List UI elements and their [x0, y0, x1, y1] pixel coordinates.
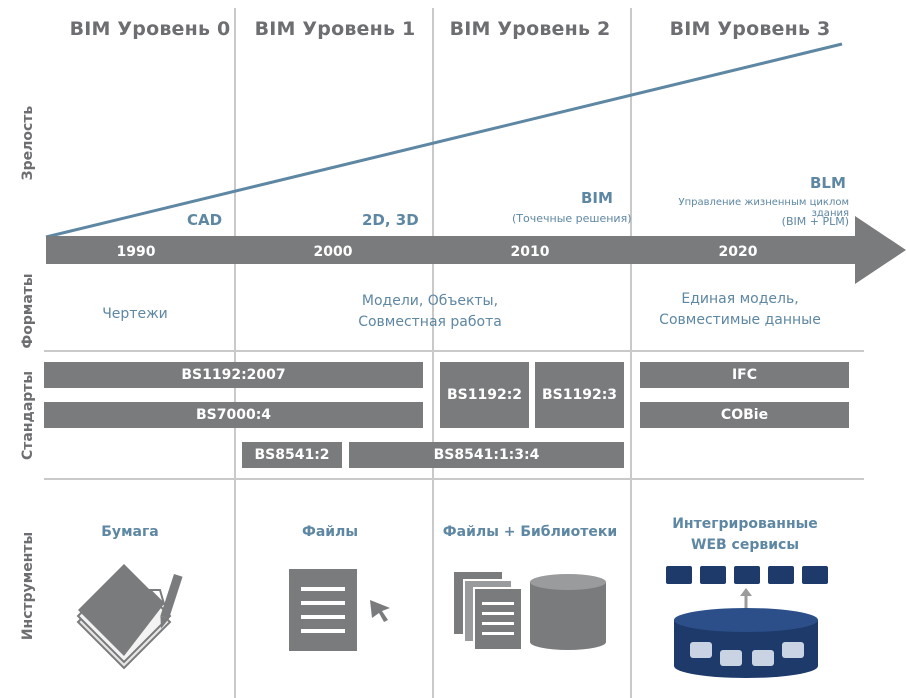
divider-level-1-2 [432, 8, 434, 698]
web-services-icon [666, 566, 828, 678]
paper-stack-icon [76, 564, 183, 670]
level-1-header: BIM Уровень 1 [254, 18, 416, 40]
timeline-arrow [46, 216, 906, 284]
standard-ifc: IFC [640, 362, 849, 388]
standard-bs8541-1-3-4: BS8541:1:3:4 [349, 442, 624, 468]
standard-bs8541-2: BS8541:2 [242, 442, 342, 468]
standard-bs1192-2: BS1192:2 [440, 362, 529, 428]
maturity-label-blm: BLM [810, 174, 846, 192]
maturity-label-2d3d: 2D, 3D [362, 211, 419, 229]
maturity-timeline-graphic [45, 42, 906, 284]
tool-web-services-line1: Интегрированные [672, 516, 818, 532]
files-stack-icon [454, 572, 523, 650]
maturity-label-blm-sub2: (BIM + PLM) [781, 215, 849, 228]
divider-formats-standards [44, 350, 864, 352]
divider-level-2-3 [630, 8, 632, 698]
tool-web-services-line2: WEB сервисы [691, 537, 799, 553]
maturity-trend-line [45, 42, 843, 239]
file-document-icon [289, 569, 357, 651]
year-2000: 2000 [313, 244, 353, 260]
maturity-label-bim-sub: (Точечные решения) [512, 212, 632, 225]
format-models-line2: Совместная работа [358, 314, 502, 330]
level-0-header: BIM Уровень 0 [69, 18, 231, 40]
tool-files: Файлы [301, 524, 359, 540]
format-unified-line1: Единая модель, [681, 291, 799, 307]
level-3-header: BIM Уровень 3 [669, 18, 831, 40]
tool-paper: Бумага [101, 524, 159, 540]
level-2-header: BIM Уровень 2 [449, 18, 611, 40]
year-2010: 2010 [510, 244, 550, 260]
format-models: Модели, Объекты, Совместная работа [310, 291, 550, 333]
divider-standards-tools [44, 478, 864, 480]
standard-bs7000-4: BS7000:4 [44, 402, 423, 428]
tool-files-libraries: Файлы + Библиотеки [442, 524, 618, 540]
row-label-tools: Инструменты [20, 531, 36, 641]
standard-bs1192-2007: BS1192:2007 [44, 362, 423, 388]
standard-bs1192-3: BS1192:3 [535, 362, 624, 428]
maturity-label-bim: BIM [581, 189, 613, 207]
format-models-line1: Модели, Объекты, [361, 293, 499, 309]
tool-web-services: Интегрированные WEB сервисы [640, 514, 850, 556]
row-label-standards: Стандарты [20, 370, 36, 460]
cursor-arrow-icon [370, 600, 390, 622]
maturity-label-blm-sub1: Управление жизненным циклом здания [678, 197, 849, 219]
divider-level-0-1 [234, 8, 236, 698]
maturity-label-cad: CAD [187, 211, 223, 229]
year-1990: 1990 [116, 244, 156, 260]
format-unified: Единая модель, Совместимые данные [650, 289, 830, 331]
library-database-icon [530, 574, 606, 650]
format-unified-line2: Совместимые данные [659, 312, 821, 328]
year-2020: 2020 [718, 244, 758, 260]
standard-cobie: COBie [640, 402, 849, 428]
format-drawings: Чертежи [102, 306, 168, 322]
